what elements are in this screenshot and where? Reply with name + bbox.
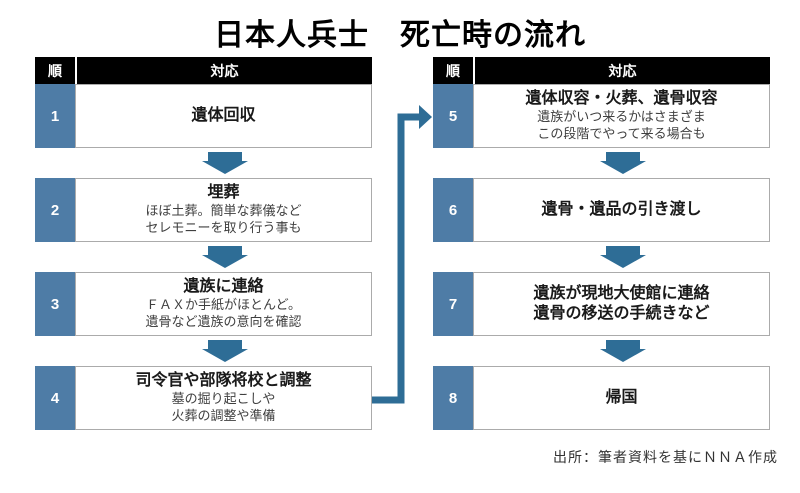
- down-arrow-icon: [201, 246, 248, 268]
- connector-arrow: [372, 105, 432, 404]
- right-table-header: 順 対応: [433, 57, 770, 84]
- step-number: 8: [433, 366, 473, 430]
- step-content: 遺体収容・火葬、遺骨収容 遺族がいつ来るかはさまざま この段階でやって来る場合も: [473, 84, 770, 148]
- step-row-3: 3 遺族に連絡 ＦＡＸか手紙がほとんど。 遺骨など遺族の意向を確認: [35, 272, 372, 336]
- step-number: 7: [433, 272, 473, 336]
- step-content: 遺族が現地大使館に連絡 遺骨の移送の手続きなど: [473, 272, 770, 336]
- step-row-4: 4 司令官や部隊将校と調整 墓の掘り起こしや 火葬の調整や準備: [35, 366, 372, 430]
- step-note: 墓の掘り起こしや: [171, 391, 276, 407]
- step-row-7: 7 遺族が現地大使館に連絡 遺骨の移送の手続きなど: [433, 272, 770, 336]
- step-content: 遺族に連絡 ＦＡＸか手紙がほとんど。 遺骨など遺族の意向を確認: [75, 272, 372, 336]
- step-number: 3: [35, 272, 75, 336]
- down-arrow-icon: [599, 246, 646, 268]
- down-arrow-icon: [201, 152, 248, 174]
- arrow-zone: [35, 242, 372, 272]
- step-row-2: 2 埋葬 ほぼ土葬。簡単な葬儀など セレモニーを取り行う事も: [35, 178, 372, 242]
- step-number: 4: [35, 366, 75, 430]
- step-row-8: 8 帰国: [433, 366, 770, 430]
- source-note: 出所：筆者資料を基にＮＮＡ作成: [553, 449, 778, 465]
- step-content: 遺骨・遺品の引き渡し: [473, 178, 770, 242]
- header-action-cell: 対応: [210, 62, 239, 79]
- step-note: 遺骨など遺族の意向を確認: [145, 314, 302, 330]
- step-note: 遺族がいつ来るかはさまざま: [537, 109, 706, 125]
- step-row-6: 6 遺骨・遺品の引き渡し: [433, 178, 770, 242]
- header-order-cell: 順: [35, 57, 77, 84]
- arrow-zone: [35, 336, 372, 366]
- page-title: 日本人兵士 死亡時の流れ: [214, 19, 586, 52]
- step-note: セレモニーを取り行う事も: [145, 220, 302, 236]
- arrow-zone: [433, 242, 770, 272]
- step-note: この段階でやって来る場合も: [537, 126, 706, 142]
- step-note: ＦＡＸか手紙がほとんど。: [146, 297, 301, 313]
- step-title: 遺族に連絡: [183, 277, 264, 295]
- step-number: 1: [35, 84, 75, 148]
- step-title: 遺体収容・火葬、遺骨収容: [525, 89, 718, 107]
- step-row-5: 5 遺体収容・火葬、遺骨収容 遺族がいつ来るかはさまざま この段階でやって来る場…: [433, 84, 770, 148]
- step-title: 司令官や部隊将校と調整: [135, 371, 312, 389]
- step-number: 2: [35, 178, 75, 242]
- step-content: 帰国: [473, 366, 770, 430]
- step-title: 遺族が現地大使館に連絡: [533, 284, 710, 302]
- step-content: 遺体回収: [75, 84, 372, 148]
- down-arrow-icon: [599, 340, 646, 362]
- arrow-zone: [433, 336, 770, 366]
- step-title: 遺体回収: [191, 106, 256, 124]
- header-action-cell: 対応: [608, 62, 637, 79]
- step-note: ほぼ土葬。簡単な葬儀など: [145, 203, 302, 219]
- down-arrow-icon: [599, 152, 646, 174]
- down-arrow-icon: [201, 340, 248, 362]
- step-title: 埋葬: [207, 183, 240, 201]
- arrow-zone: [433, 148, 770, 178]
- step-content: 埋葬 ほぼ土葬。簡単な葬儀など セレモニーを取り行う事も: [75, 178, 372, 242]
- left-flow-table: 順 対応 1 遺体回収 2 埋葬 ほぼ土葬。簡単な葬儀など セレモニーを取り行う…: [35, 57, 372, 430]
- step-note: 火葬の調整や準備: [171, 408, 276, 424]
- step-title: 遺骨・遺品の引き渡し: [541, 200, 702, 218]
- left-table-header: 順 対応: [35, 57, 372, 84]
- right-flow-table: 順 対応 5 遺体収容・火葬、遺骨収容 遺族がいつ来るかはさまざま この段階でや…: [433, 57, 770, 430]
- step-number: 6: [433, 178, 473, 242]
- header-order-cell: 順: [433, 57, 475, 84]
- step-title-line2: 遺骨の移送の手続きなど: [533, 305, 710, 322]
- step-title: 帰国: [605, 388, 638, 406]
- step-number: 5: [433, 84, 473, 148]
- arrow-zone: [35, 148, 372, 178]
- step-content: 司令官や部隊将校と調整 墓の掘り起こしや 火葬の調整や準備: [75, 366, 372, 430]
- step-row-1: 1 遺体回収: [35, 84, 372, 148]
